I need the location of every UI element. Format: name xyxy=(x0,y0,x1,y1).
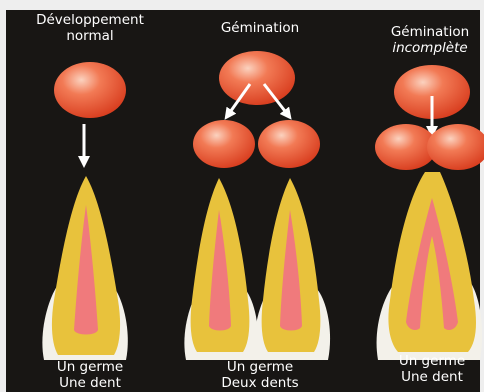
title-normal-development: Développement normal xyxy=(16,13,164,44)
title-line1: Développement xyxy=(16,13,164,29)
caption-gemination: Un germe Deux dents xyxy=(204,360,316,391)
caption-line1: Un germe xyxy=(204,360,316,376)
tooth-germ xyxy=(219,51,295,105)
tooth-germ-right xyxy=(258,120,320,168)
title-gemination: Gémination xyxy=(200,21,320,37)
caption-line2: Une dent xyxy=(34,376,146,392)
title-line1: Gémination xyxy=(200,21,320,37)
caption-incomplete-gemination: Un germe Une dent xyxy=(380,354,484,385)
title-line1: Gémination xyxy=(380,25,480,41)
title-incomplete-gemination: Gémination incomplète xyxy=(380,25,480,56)
title-line2: normal xyxy=(16,29,164,45)
caption-normal: Un germe Une dent xyxy=(34,360,146,391)
title-line2: incomplète xyxy=(380,41,480,57)
caption-line1: Un germe xyxy=(380,354,484,370)
caption-line2: Deux dents xyxy=(204,376,316,392)
caption-line1: Un germe xyxy=(34,360,146,376)
tooth-germ xyxy=(54,62,126,118)
tooth-germ-left xyxy=(193,120,255,168)
caption-line2: Une dent xyxy=(380,370,484,386)
